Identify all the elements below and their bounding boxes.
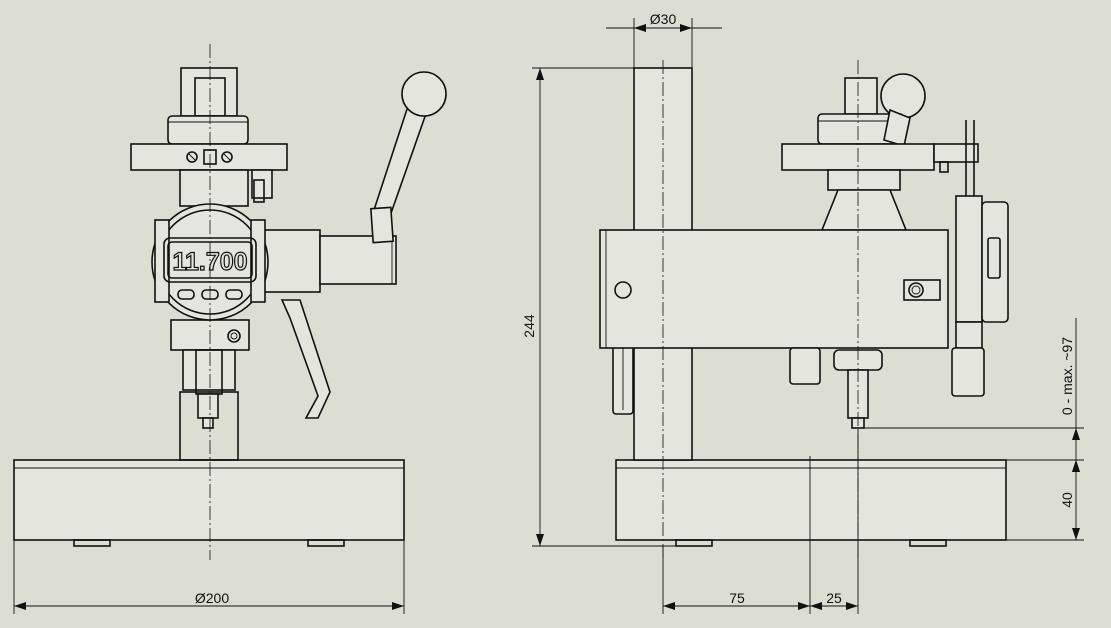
- side-foot-left: [675, 539, 713, 547]
- front-view: 11.700: [13, 44, 447, 560]
- dim-column-diameter: Ø30: [650, 11, 677, 27]
- side-screw-left: [614, 281, 632, 299]
- dimensions: Ø200 Ø30 244 0 - max. ~97 40: [13, 11, 1084, 614]
- front-clamp-lever: [280, 299, 331, 419]
- front-foot-left: [73, 539, 111, 547]
- side-lever-knob: [880, 73, 926, 119]
- gauge-button-1[interactable]: [177, 289, 195, 300]
- side-dial-gauge: [955, 195, 983, 323]
- front-foot-right: [307, 539, 345, 547]
- front-weight-plate: [130, 143, 288, 171]
- dim-column-offset: 75: [729, 590, 745, 606]
- front-probe-tip: [202, 417, 214, 429]
- side-housing: [599, 229, 949, 349]
- front-collar: [167, 115, 249, 145]
- dim-measuring-range: 0 - max. ~97: [1059, 337, 1075, 415]
- gauge-button-3[interactable]: [225, 289, 243, 300]
- front-column: [179, 391, 239, 461]
- front-lever-knob: [401, 71, 447, 117]
- dim-base-height: 40: [1059, 492, 1075, 508]
- front-body: [179, 169, 249, 207]
- front-base: [13, 459, 405, 541]
- dim-spindle-offset: 25: [826, 590, 842, 606]
- side-foot-right: [909, 539, 947, 547]
- front-top-cap: [180, 67, 238, 117]
- dim-overall-height: 244: [521, 314, 537, 338]
- front-handle-sleeve: [319, 235, 397, 285]
- side-base: [615, 459, 1007, 541]
- side-view: [599, 60, 1009, 560]
- side-lower-knob: [789, 347, 821, 385]
- dim-base-diameter: Ø200: [195, 590, 229, 606]
- front-lever-arm: [373, 98, 429, 218]
- side-top-cap: [844, 77, 878, 115]
